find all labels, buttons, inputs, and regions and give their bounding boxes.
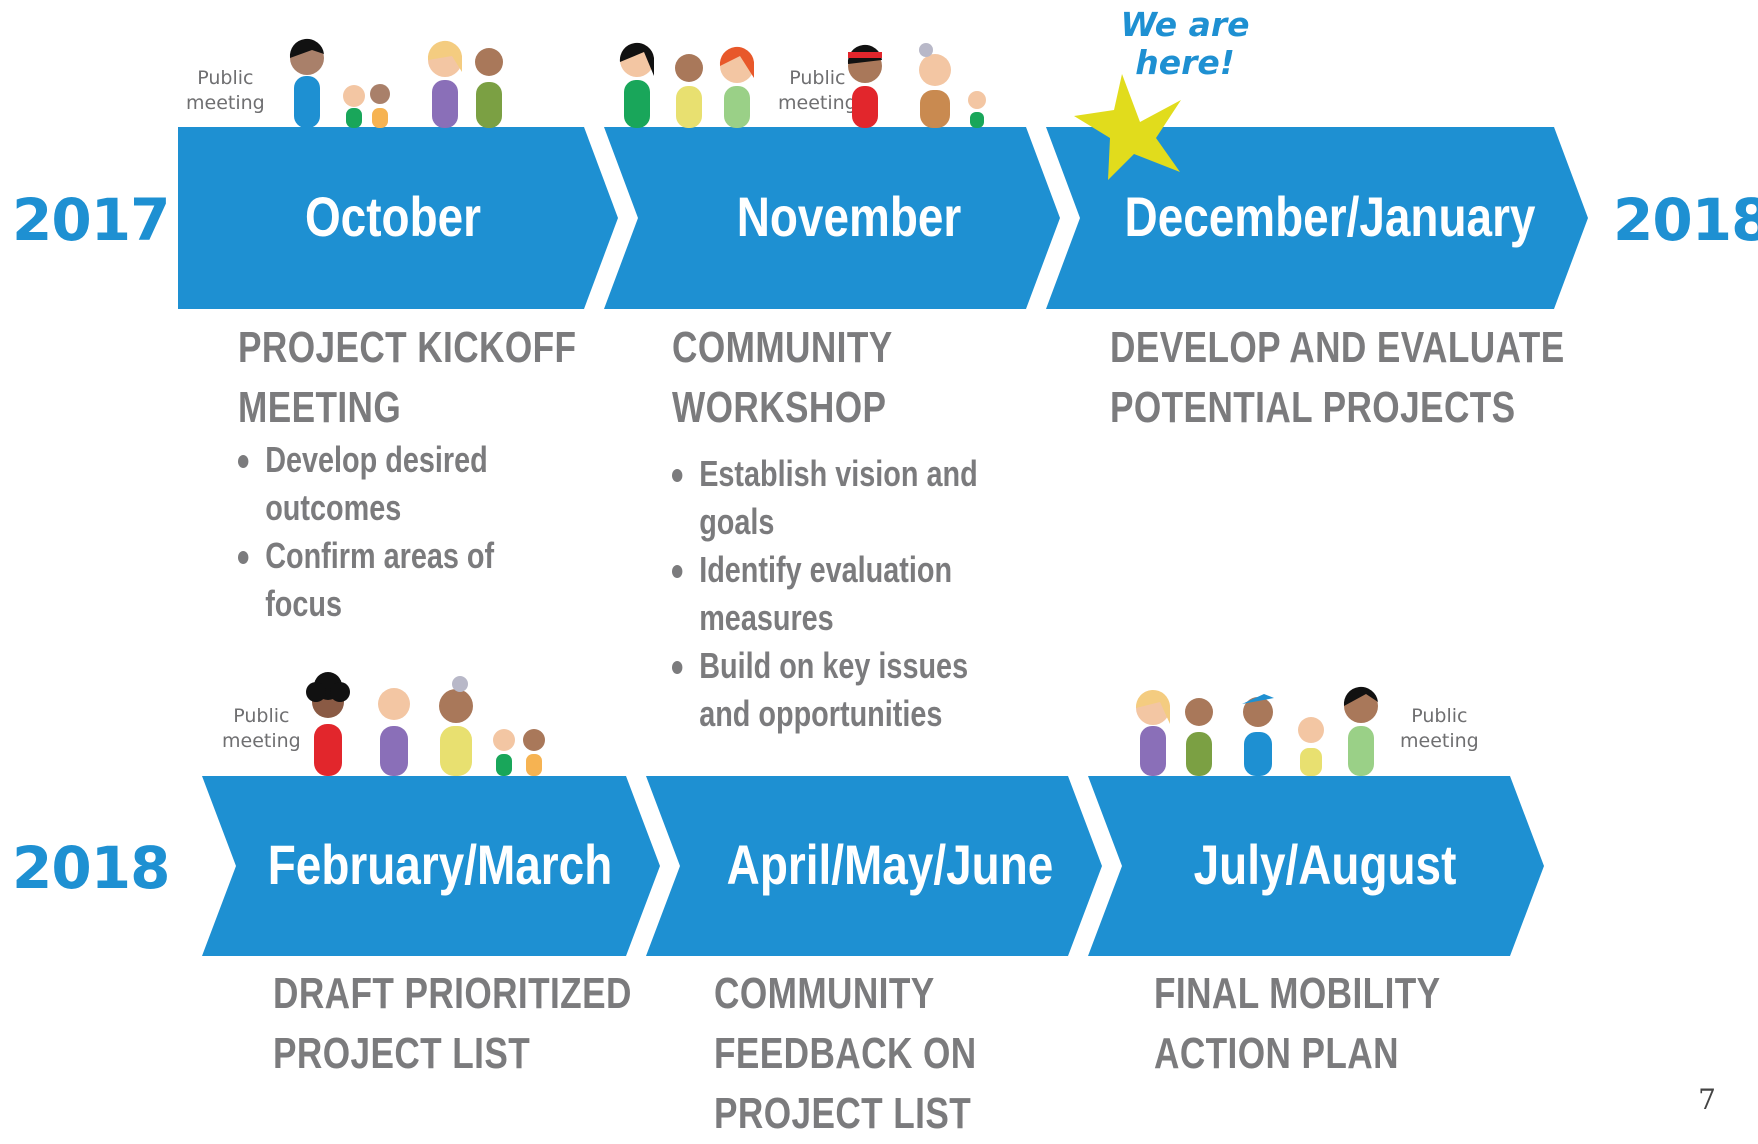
- chevron-february-march: [202, 776, 660, 956]
- people-group-november: [619, 42, 986, 128]
- chevron-december-january: [1046, 127, 1588, 309]
- phase-october-label: October: [304, 185, 482, 248]
- bullet-item: Build on key issues and opportunities: [672, 642, 1016, 738]
- phase-october-bullets: Develop desired outcomes Confirm areas o…: [238, 436, 542, 628]
- person-icon: [370, 84, 390, 128]
- public-meeting-label-november: Public meeting: [778, 67, 857, 114]
- person-icon: [675, 54, 703, 128]
- people-group-february-march: [306, 672, 545, 776]
- person-icon: [1135, 689, 1170, 776]
- person-icon: [289, 38, 324, 128]
- person-icon: [968, 91, 986, 128]
- phase-november-bullets: Establish vision and goals Identify eval…: [672, 450, 1016, 738]
- bullet-item: Confirm areas of focus: [238, 532, 542, 628]
- public-meeting-label-july-august: Public meeting: [1400, 705, 1479, 752]
- phase-july-august-label: July/August: [1193, 833, 1457, 896]
- phase-november-label: November: [736, 185, 962, 248]
- phase-february-march-heading: DRAFT PRIORITIZED PROJECT LIST: [273, 969, 632, 1078]
- people-group-october: [289, 38, 503, 128]
- chevron-november: [604, 127, 1060, 309]
- people-group-july-august: [1135, 686, 1378, 776]
- phase-february-march-label: February/March: [267, 833, 613, 896]
- person-icon: [493, 729, 515, 776]
- phase-november-heading: COMMUNITY WORKSHOP: [672, 323, 893, 432]
- year-2017-label: 2017: [12, 186, 170, 254]
- chevron-october: [178, 127, 618, 309]
- phase-december-january-label: December/January: [1124, 185, 1536, 248]
- chevron-april-may-june: [646, 776, 1102, 956]
- person-icon: [378, 688, 410, 776]
- public-meeting-label-february-march: Public meeting: [222, 705, 301, 752]
- bullet-item: Identify evaluation measures: [672, 546, 1016, 642]
- person-icon: [523, 729, 545, 776]
- person-icon: [1343, 686, 1378, 776]
- person-icon: [919, 43, 951, 128]
- person-icon: [1185, 698, 1213, 776]
- year-2018-row2-label: 2018: [12, 834, 170, 902]
- bullet-item: Develop desired outcomes: [238, 436, 542, 532]
- person-icon: [1242, 694, 1274, 776]
- phase-april-may-june-label: April/May/June: [726, 833, 1054, 896]
- person-icon: [719, 46, 754, 128]
- bullet-item: Establish vision and goals: [672, 450, 1016, 546]
- person-icon: [439, 676, 473, 776]
- phase-december-january-heading: DEVELOP AND EVALUATE POTENTIAL PROJECTS: [1110, 323, 1565, 432]
- person-icon: [475, 48, 503, 128]
- chevron-july-august: [1088, 776, 1544, 956]
- person-icon: [427, 40, 462, 128]
- phase-april-may-june-heading: COMMUNITY FEEDBACK ON PROJECT LIST: [714, 969, 977, 1138]
- we-are-here-label: We are here!: [1120, 5, 1250, 82]
- page-number: 7: [1698, 1083, 1716, 1116]
- public-meeting-label-october: Public meeting: [186, 67, 265, 114]
- person-icon: [847, 44, 882, 128]
- person-icon: [343, 85, 365, 128]
- star-icon: [1074, 74, 1181, 180]
- year-2018-end-label: 2018: [1613, 186, 1758, 254]
- person-icon: [1298, 717, 1324, 776]
- person-icon: [619, 42, 654, 128]
- phase-october-heading: PROJECT KICKOFF MEETING: [238, 323, 577, 432]
- person-icon: [306, 672, 350, 776]
- phase-july-august-heading: FINAL MOBILITY ACTION PLAN: [1154, 969, 1441, 1078]
